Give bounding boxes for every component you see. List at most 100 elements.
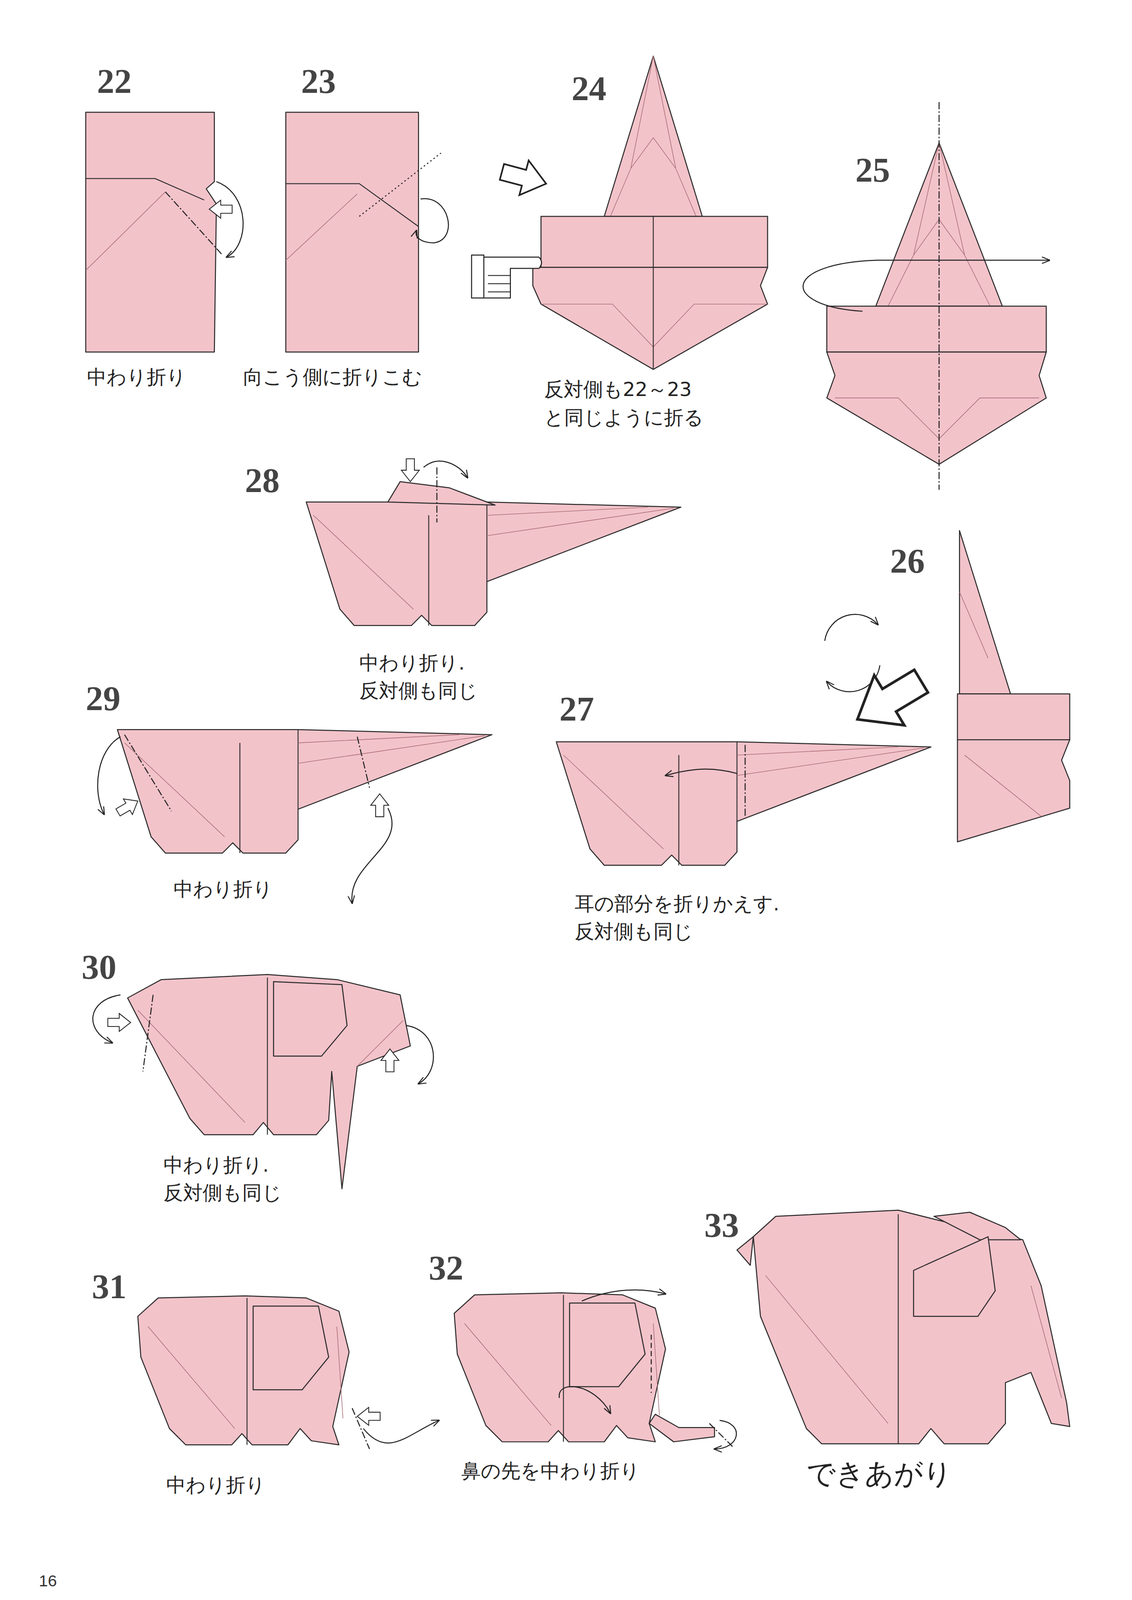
step-number: 26	[890, 535, 925, 587]
step-number: 28	[244, 455, 280, 506]
step-26-figure-part	[959, 591, 989, 659]
step-22-figure-part	[209, 200, 233, 219]
step-24-figure-part	[471, 254, 542, 298]
step-32-figure-part	[581, 1290, 666, 1302]
step-30-figure-part	[107, 1013, 131, 1032]
step-24-figure	[471, 56, 768, 370]
step-22-figure-part	[216, 181, 244, 258]
step-22-figure	[85, 112, 244, 353]
step-24-figure-part	[540, 216, 768, 268]
step-29-figure-part	[351, 808, 393, 903]
step-32-figure-part	[650, 1335, 652, 1394]
step-number: 32	[428, 1243, 464, 1294]
step-23-figure-part	[416, 198, 449, 243]
fold-instruction: 中わり折り. 反対側も同じ	[359, 649, 518, 706]
step-number: 22	[96, 56, 132, 107]
step-29-figure-part	[117, 729, 493, 854]
fold-instruction: 耳の部分を折りかえす. 反対側も同じ	[574, 890, 830, 947]
step-32-figure-part	[649, 1414, 715, 1443]
step-32-figure-part	[559, 1386, 611, 1414]
step-25-figure-part	[803, 260, 1050, 312]
step-26-figure	[824, 530, 1070, 843]
fold-instruction: 向こう側に折りこむ	[243, 363, 423, 392]
step-23-figure-part	[497, 154, 551, 201]
step-number: 23	[300, 56, 336, 107]
step-number: 27	[559, 683, 594, 735]
step-28-figure-part	[305, 502, 681, 626]
step-27-figure	[556, 742, 932, 866]
step-32-figure-part	[714, 1420, 737, 1450]
step-25-figure-part	[835, 397, 1040, 439]
step-29-figure-part	[97, 737, 121, 815]
page-number: 16	[38, 1570, 57, 1594]
step-24-figure-part	[540, 304, 768, 347]
step-25-figure-part	[938, 101, 940, 490]
step-24-figure-part	[610, 56, 697, 217]
step-33-figure-part	[736, 1237, 754, 1266]
step-30-figure-part	[381, 1049, 399, 1072]
step-26-figure-part	[959, 530, 1011, 695]
fold-instruction: 中わり折り	[173, 875, 273, 904]
step-number: 24	[571, 63, 607, 114]
step-26-figure-part	[842, 656, 937, 745]
fold-instruction: 中わり折り	[166, 1471, 266, 1500]
step-30-figure-part	[137, 1010, 404, 1123]
step-22-figure-part	[165, 191, 223, 255]
step-33-figure-part	[897, 1214, 899, 1445]
step-number: 25	[855, 144, 891, 196]
step-30-figure-part	[142, 995, 153, 1072]
step-24-figure-part	[488, 275, 511, 292]
step-27-figure-part	[744, 744, 746, 817]
step-29-figure-part	[113, 793, 143, 821]
step-28-figure-part	[436, 467, 438, 523]
step-31-figure-part	[137, 1296, 350, 1446]
step-27-figure-part	[556, 742, 932, 866]
finished-caption: できあがり	[806, 1453, 953, 1495]
step-31-figure	[137, 1296, 439, 1450]
step-28-figure-part	[423, 461, 468, 478]
step-23-figure	[285, 112, 551, 353]
step-28-figure-part	[387, 481, 495, 506]
step-33-figure-part	[765, 1275, 1062, 1424]
step-23-figure-part	[285, 193, 358, 261]
fold-instruction: 反対側も22～23 と同じように折る	[544, 375, 754, 433]
step-26-figure-part	[964, 755, 1041, 817]
step-23-figure-part	[285, 183, 419, 227]
fold-instruction: 鼻の先を中わり折り	[461, 1457, 640, 1486]
step-number: 33	[704, 1200, 740, 1251]
step-25-figure-part	[826, 351, 1047, 465]
step-25-figure	[803, 101, 1050, 490]
step-24-figure-part	[604, 56, 703, 217]
step-29-figure-part	[357, 737, 370, 789]
step-23-figure-part	[359, 152, 441, 217]
step-26-figure-part	[957, 693, 1071, 740]
fold-instruction: 中わり折り	[86, 363, 187, 392]
step-30-figure-part	[406, 1025, 434, 1085]
step-30-figure-part	[273, 982, 347, 1057]
step-29-figure-part	[370, 794, 389, 817]
step-22-figure-part	[85, 191, 166, 271]
step-22-figure-part	[85, 112, 217, 353]
step-33-figure	[736, 1210, 1070, 1445]
step-31-figure-part	[363, 1420, 439, 1444]
step-33-figure-part	[753, 1210, 1070, 1445]
step-30-figure-part	[266, 978, 268, 1136]
step-number: 31	[91, 1261, 127, 1313]
step-26-figure-part	[824, 614, 878, 642]
step-32-figure	[454, 1290, 737, 1450]
step-30-figure-part	[92, 995, 121, 1044]
step-25-figure-part	[826, 306, 1047, 353]
step-24-figure-part	[532, 267, 768, 370]
step-23-figure-part	[285, 112, 419, 353]
step-26-figure-part	[957, 739, 1071, 842]
step-31-figure-part	[357, 1407, 381, 1426]
step-33-figure-part	[933, 1212, 1021, 1241]
step-27-figure-part	[665, 769, 738, 776]
step-28-figure-part	[401, 458, 419, 482]
step-29-figure	[97, 729, 493, 904]
step-32-figure-part	[709, 1423, 734, 1448]
fold-instruction: 中わり折り. 反対側も同じ	[163, 1151, 322, 1209]
step-number: 29	[85, 673, 121, 725]
